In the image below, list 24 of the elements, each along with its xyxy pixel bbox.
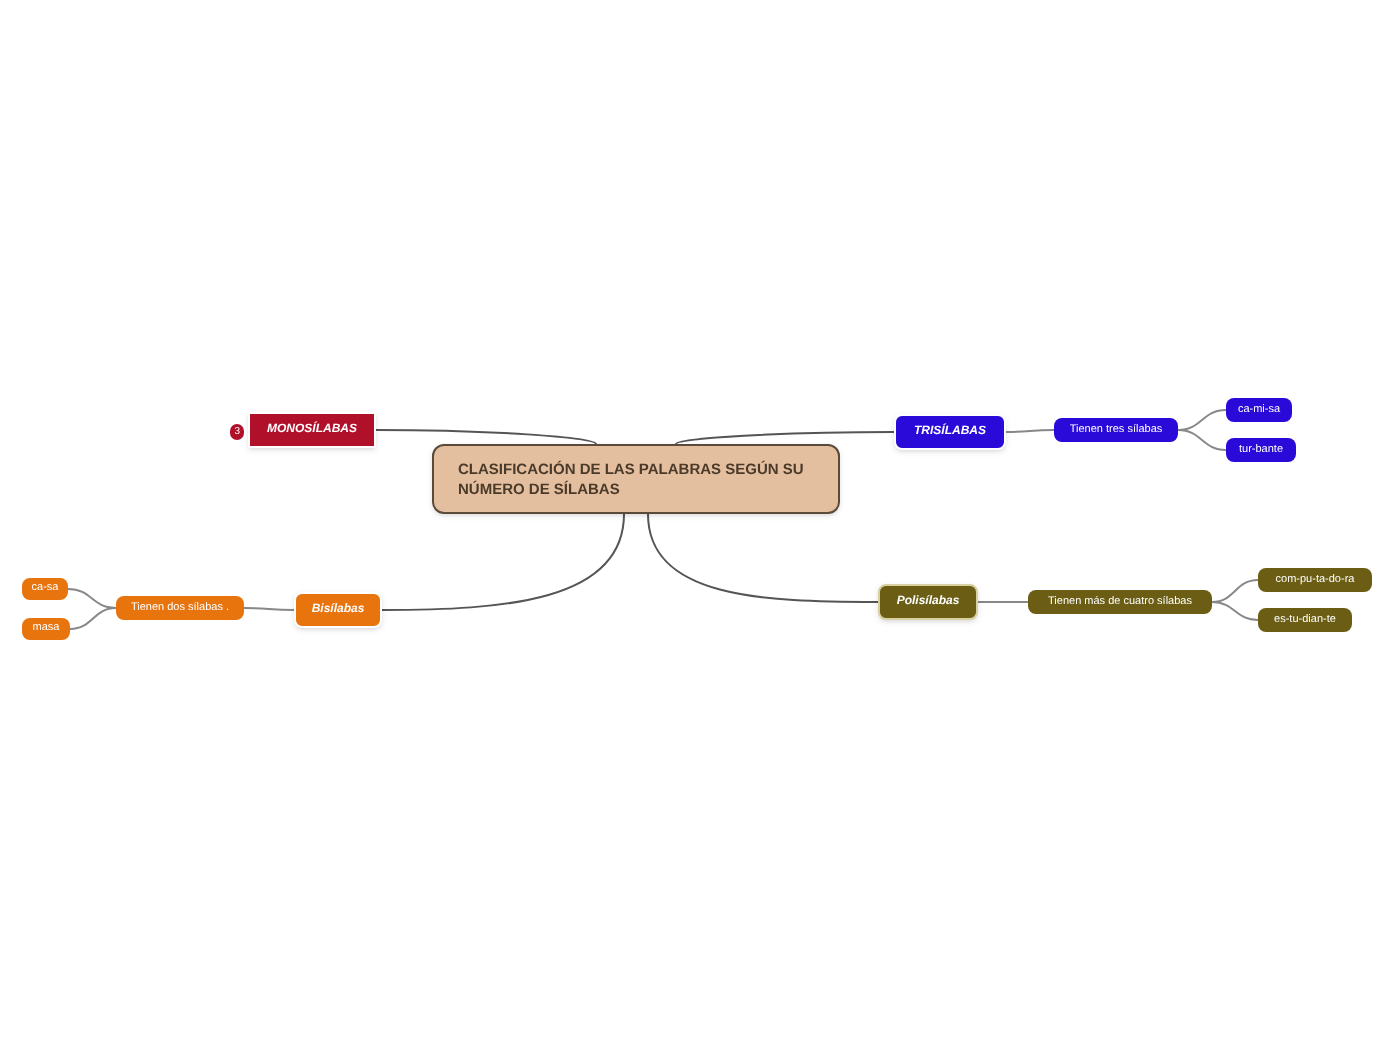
connector-line: [69, 607, 117, 630]
subtopic-box: [22, 578, 68, 600]
connector-line: [1005, 429, 1055, 433]
topic-box: [294, 592, 382, 628]
connector-line: [381, 513, 625, 611]
subtopic-box: [1258, 608, 1352, 632]
connector-line: [647, 513, 879, 603]
subtopic-box: [1054, 418, 1178, 442]
connector-line: [243, 607, 295, 611]
connector-line: [977, 601, 1029, 603]
subtopic-box: [1258, 568, 1372, 592]
subtopic-box: [22, 618, 70, 640]
topic-box: [894, 414, 1006, 450]
connector-line: [375, 429, 597, 445]
central-topic-box: [432, 444, 840, 514]
subtopic-box: [1028, 590, 1212, 614]
connector-line: [675, 431, 895, 445]
subtopic-box: [1226, 438, 1296, 462]
connector-line: [1211, 579, 1259, 603]
connector-line: [1211, 601, 1259, 621]
topic-box: [878, 584, 978, 620]
subtopic-box: [1226, 398, 1292, 422]
connector-line: [1177, 429, 1227, 451]
subtopic-box: [116, 596, 244, 620]
